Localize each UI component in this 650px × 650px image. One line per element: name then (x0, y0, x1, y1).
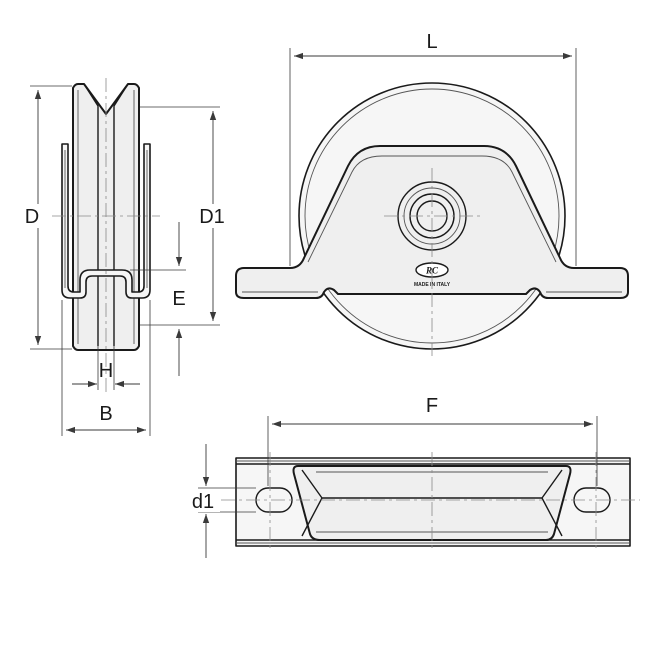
dim-L-label: L (426, 31, 437, 53)
top-view: F d1 (186, 395, 640, 558)
dim-F-label: F (426, 395, 438, 417)
dim-H-label: H (99, 360, 113, 382)
dim-B-label: B (99, 403, 112, 425)
side-view-bracket (61, 143, 151, 299)
front-view: RC MADE IN ITALY L (235, 31, 629, 356)
side-view: D D1 E H B (22, 78, 230, 436)
dim-E-label: E (172, 288, 185, 310)
side-view-groove (83, 83, 129, 346)
dim-D1-label: D1 (199, 206, 225, 228)
made-in-text: MADE IN ITALY (414, 282, 451, 288)
dim-d1-label: d1 (192, 491, 214, 513)
dim-D-label: D (25, 206, 39, 228)
